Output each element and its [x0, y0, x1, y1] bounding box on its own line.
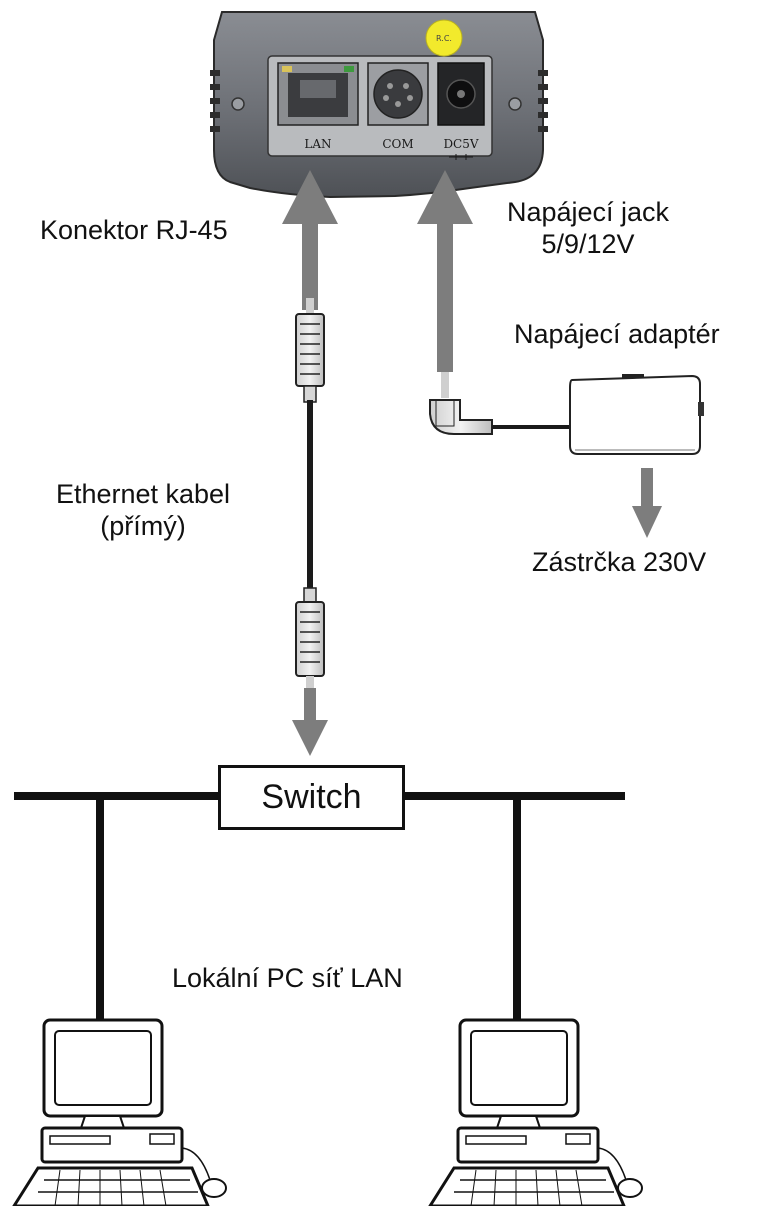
- arrow-to-switch: [292, 688, 328, 756]
- label-ethernet-cable: Ethernet kabel (přímý): [28, 478, 258, 543]
- computer-icon-right: [428, 1018, 643, 1206]
- port-label-dc: DC5V: [443, 137, 478, 151]
- device-ribs-right: [538, 70, 548, 132]
- rj45-plug-bottom-icon: [295, 587, 325, 677]
- switch-box: Switch: [218, 765, 405, 830]
- label-power-jack: Napájecí jack 5/9/12V: [478, 196, 698, 261]
- label-power-adapter: Napájecí adaptér: [514, 319, 720, 349]
- label-power-jack-line2: 5/9/12V: [541, 229, 635, 260]
- port-label-com: COM: [382, 137, 413, 151]
- screw-icon: [508, 97, 522, 111]
- power-adapter-icon: [569, 374, 704, 455]
- barrel-plug-icon: [429, 399, 493, 435]
- network-device: LAN COM DC5V R.C.: [210, 11, 548, 199]
- switch-label: Switch: [261, 778, 362, 816]
- rj45-plug-top-icon: [295, 313, 325, 403]
- sticker-text: R.C.: [436, 34, 452, 43]
- arrow-to-plug: [632, 468, 662, 538]
- power-cable: [429, 372, 572, 435]
- device-ribs-left: [210, 70, 220, 132]
- com-port: [367, 62, 429, 126]
- label-rj45-connector: Konektor RJ-45: [40, 215, 228, 245]
- ethernet-cable: [295, 298, 325, 688]
- label-plug-230v: Zástrčka 230V: [532, 547, 707, 577]
- lan-bus: [14, 792, 625, 1022]
- label-ethernet-cable-line1: Ethernet kabel: [55, 479, 231, 509]
- label-power-jack-line1: Napájecí jack: [506, 197, 670, 227]
- lan-port: [277, 62, 359, 126]
- label-local-lan: Lokální PC síť LAN: [172, 963, 403, 993]
- arrow-to-lan: [282, 170, 338, 310]
- computer-icon-left: [12, 1018, 227, 1206]
- sticker-icon: [425, 19, 463, 57]
- dc-power-port: [437, 62, 485, 126]
- label-ethernet-cable-line2: (přímý): [100, 511, 186, 542]
- port-label-lan: LAN: [304, 137, 331, 151]
- arrow-to-dc: [417, 170, 473, 372]
- polarity-icon: [449, 154, 473, 160]
- screw-icon: [231, 97, 245, 111]
